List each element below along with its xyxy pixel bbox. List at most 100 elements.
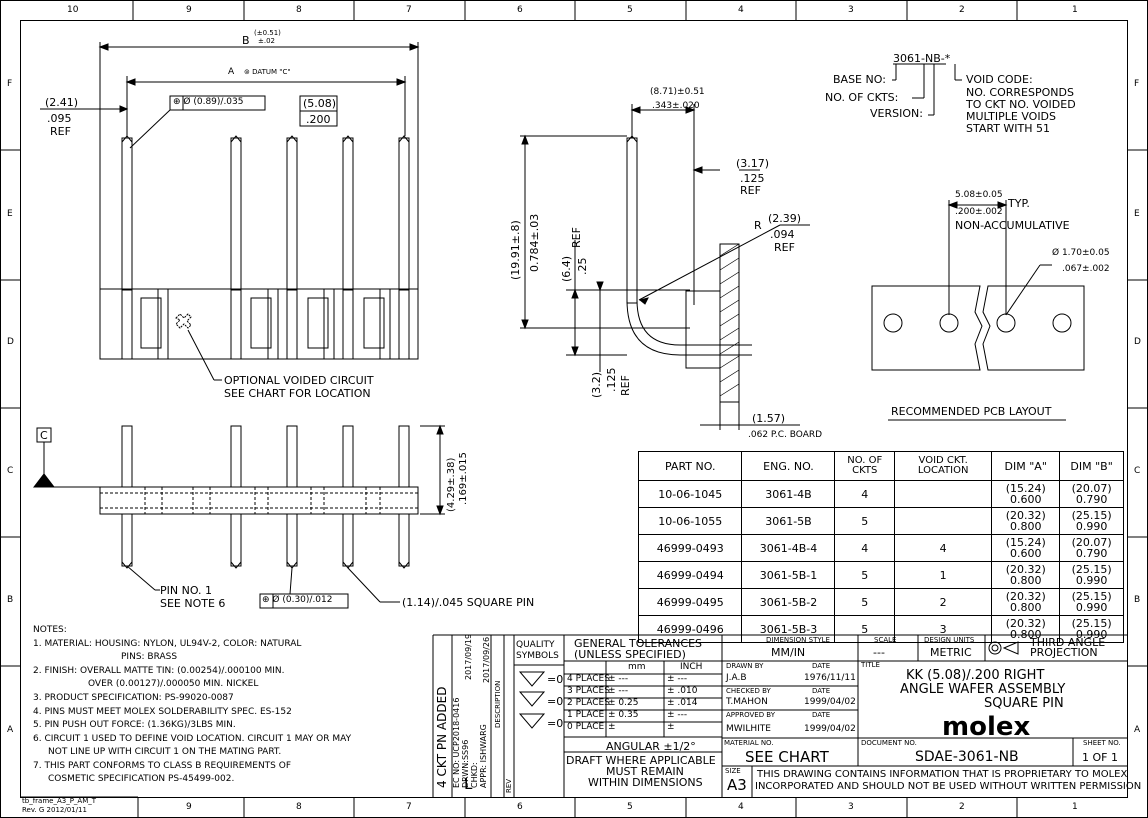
pcb-caption: RECOMMENDED PCB LAYOUT [891, 405, 1052, 418]
dim-a-mm: (20.32) [1005, 509, 1046, 522]
radius-ref: REF [774, 241, 795, 254]
dim-a-in: 0.600 [1009, 493, 1042, 506]
tol-inch-value: ± --- [667, 710, 688, 720]
note-line: 1. MATERIAL: HOUSING: NYLON, UL94V-2, CO… [33, 639, 302, 649]
tol-inch-value: ± .014 [667, 698, 698, 708]
front-view [40, 42, 420, 381]
tol-mm-value: ± 0.35 [608, 710, 639, 720]
drawn-by-label: DRAWN BY [726, 662, 764, 670]
zone-bottom-6: 6 [517, 802, 523, 812]
dim-b-in: 0.790 [1075, 547, 1108, 560]
ref-241-ref: REF [50, 125, 71, 138]
void-code-3: TO CKT NO. VOIDED [966, 98, 1076, 111]
eng-no-cell: 3061-4B-4 [741, 534, 836, 562]
zone-bottom-9: 9 [186, 802, 192, 812]
document-value: SDAE-3061-NB [915, 749, 1019, 765]
tol-symbol-3: =0 [547, 717, 564, 730]
approved-by: MWILHITE [726, 724, 771, 734]
void-code-5: START WITH 51 [966, 122, 1051, 135]
note-line: COSMETIC SPECIFICATION PS-45499-002. [48, 774, 235, 784]
dim-a-mm: (20.32) [1005, 617, 1046, 630]
dim-b-in: 0.990 [1075, 628, 1108, 641]
dim-b-mm: (25.15) [1071, 563, 1112, 576]
eng-no-cell: 3061-4B [741, 480, 836, 508]
zone-top-7: 7 [406, 5, 412, 15]
tol-symbol-1: =0 [547, 673, 564, 686]
eng-no-cell: 3061-5B [741, 507, 836, 535]
notes-title: NOTES: [33, 625, 67, 635]
zone-bottom-8: 8 [296, 802, 302, 812]
eng-no-cell: 3061-5B-3 [741, 615, 836, 643]
tol-symbol-2: =0 [547, 695, 564, 708]
dim-a-mm: (15.24) [1005, 482, 1046, 495]
side-mid-mm: (6.4) [560, 255, 573, 282]
design-units-value: METRIC [930, 646, 972, 659]
zone-right-B: B [1134, 595, 1141, 605]
checked-by-label: CHECKED BY [726, 687, 771, 695]
scale-label: SCALE [874, 636, 897, 644]
tol-places-label: 2 PLACES [567, 698, 610, 708]
revision-letter: L [464, 775, 473, 793]
zone-bottom-1: 1 [1072, 802, 1078, 812]
zone-right-D: D [1134, 337, 1141, 347]
part-no-cell: 10-06-1055 [637, 507, 743, 535]
note-line: 2. FINISH: OVERALL MATTE TIN: (0.00254)/… [33, 666, 285, 676]
quality-symbols-label: QUALITY SYMBOLS [516, 640, 559, 661]
side-height-mm: (19.91±.8) [509, 220, 522, 280]
zone-left-C: C [7, 466, 14, 476]
part-no-cell: 46999-0496 [637, 615, 743, 643]
void-location-cell: 2 [894, 588, 993, 616]
part-code-diagram [892, 63, 962, 116]
void-code-4: MULTIPLE VOIDS [966, 110, 1057, 123]
ref-317-mm: (3.17) [736, 157, 770, 170]
part-no-cell: 46999-0494 [637, 561, 743, 589]
zone-right-F: F [1134, 79, 1140, 89]
ref-241-in: .095 [47, 112, 72, 125]
void-location-cell: 4 [894, 534, 993, 562]
dim-a-in: 0.800 [1009, 628, 1042, 641]
revision-desc-label: DESCRIPTION [494, 680, 502, 728]
side-top-mm: (8.71)±0.51 [650, 87, 705, 97]
zone-top-3: 3 [848, 5, 854, 15]
general-tolerances-2: (UNLESS SPECIFIED) [574, 648, 686, 661]
dim-b-cell: (25.15)0.990 [1059, 507, 1124, 535]
ckts-cell: 5 [834, 507, 896, 535]
pitch-in: .200 [306, 113, 331, 126]
ckts-cell: 5 [834, 588, 896, 616]
approved-by-label: APPROVED BY [726, 711, 776, 719]
tol-inch-value: ± [667, 722, 675, 732]
base-no-label: BASE NO: [833, 73, 886, 86]
proprietary-line1: THIS DRAWING CONTAINS INFORMATION THAT I… [757, 769, 1128, 780]
pcb-pitch-mm: 5.08±0.05 [955, 190, 1003, 200]
draft-line3: WITHIN DIMENSIONS [588, 776, 703, 789]
parts-table-header: PART NO. ENG. NO. NO. OF CKTS VOID CKT. … [637, 451, 1124, 481]
tol-places-label: 1 PLACE [567, 710, 605, 720]
side-mid-in: .25 [576, 257, 589, 276]
dim-b-cell: (25.15)0.990 [1059, 615, 1124, 643]
pitch-mm: (5.08) [303, 97, 337, 110]
tol-inch-header: INCH [680, 662, 703, 672]
zone-left-B: B [7, 595, 14, 605]
dim-a-in: 0.800 [1009, 520, 1042, 533]
part-no-cell: 46999-0495 [637, 588, 743, 616]
board-in: .062 P.C. BOARD [748, 430, 823, 440]
tol-inch-value: ± --- [667, 674, 688, 684]
side-mid-ref: REF [570, 227, 583, 248]
side-low-in: .125 [605, 367, 618, 393]
header-no-ckts: NO. OF CKTS [834, 451, 896, 481]
dim-b-cell: (25.15)0.990 [1059, 561, 1124, 589]
dim-b-label: B [242, 34, 250, 47]
design-units-label: DESIGN UNITS [924, 636, 975, 644]
zone-top-10: 10 [67, 5, 79, 15]
note-line: 3. PRODUCT SPECIFICATION: PS-99020-0087 [33, 693, 234, 703]
approved-date: 1999/04/02 [804, 724, 856, 734]
inner-frame [20, 20, 1128, 798]
title-label: TITLE [861, 661, 880, 669]
dim-b-mm: (20.07) [1071, 482, 1112, 495]
frame-id: tb_frame_A3_P_AM_T [22, 797, 97, 805]
ckts-cell: 5 [834, 615, 896, 643]
zone-top-2: 2 [959, 5, 965, 15]
zone-left-A: A [7, 725, 14, 735]
bottom-view [32, 424, 445, 609]
